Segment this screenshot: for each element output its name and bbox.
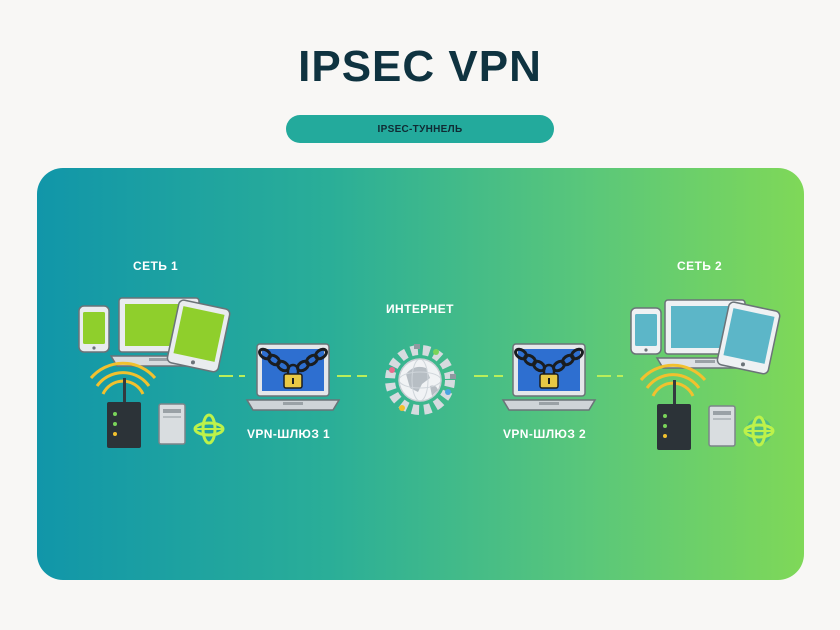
tablet-icon [715,300,783,376]
router-icon [639,363,707,452]
network-globe-icon [743,415,777,449]
modem-icon [158,403,187,446]
diagram-panel: СЕТЬ 1 СЕТЬ 2 ИНТЕРНЕТ VPN-ШЛЮЗ 1 VPN-ШЛ… [37,168,804,580]
tablet-icon [165,298,233,374]
phone-icon [78,305,110,353]
locked-laptop-icon [245,342,341,412]
tunnel-label: IPSEC-ТУННЕЛЬ [286,115,554,143]
connection-links [219,375,623,377]
internet-globe-icon [380,340,460,420]
locked-laptop-icon [501,342,597,412]
network-1-label: СЕТЬ 1 [133,259,179,273]
gateway-2-label: VPN-ШЛЮЗ 2 [503,427,587,441]
internet-label: ИНТЕРНЕТ [386,302,454,316]
modem-icon [708,405,737,448]
page-title: IPSEC VPN [298,42,542,91]
gateway-1-label: VPN-ШЛЮЗ 1 [247,427,331,441]
router-icon [89,361,157,450]
network-globe-icon [193,413,227,447]
network-2-label: СЕТЬ 2 [677,259,723,273]
